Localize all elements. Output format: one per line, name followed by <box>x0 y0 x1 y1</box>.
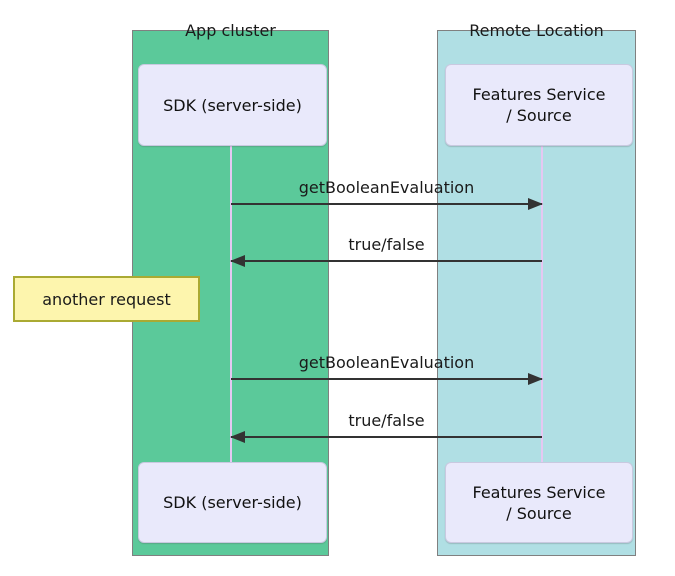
message-label: true/false <box>348 235 425 254</box>
arrow-line <box>231 260 542 262</box>
remote-location-label: Remote Location <box>469 21 604 40</box>
sdk-lifeline <box>230 146 232 462</box>
actor-sdk-bottom-label: SDK (server-side) <box>163 493 302 512</box>
actor-features-service-top-label: Features Service / Source <box>472 85 606 125</box>
actor-features-service-bottom: Features Service / Source <box>445 462 633 543</box>
message-label: getBooleanEvaluation <box>298 353 475 372</box>
note-another-request: another request <box>13 276 200 322</box>
actor-features-service-bottom-label: Features Service / Source <box>472 482 606 523</box>
arrowhead-left-icon <box>230 431 245 443</box>
message-label: getBooleanEvaluation <box>298 178 475 197</box>
arrow-line <box>231 203 542 205</box>
app-cluster-label: App cluster <box>185 21 276 40</box>
message-label: true/false <box>348 411 425 430</box>
actor-sdk-top-label: SDK (server-side) <box>163 95 302 115</box>
arrow-line <box>231 436 542 438</box>
actor-features-service-top: Features Service / Source <box>445 64 633 146</box>
arrowhead-right-icon <box>528 373 543 385</box>
actor-sdk-top: SDK (server-side) <box>138 64 327 146</box>
actor-sdk-bottom: SDK (server-side) <box>138 462 327 543</box>
note-text: another request <box>42 289 171 309</box>
arrowhead-left-icon <box>230 255 245 267</box>
arrow-line <box>231 378 542 380</box>
arrowhead-right-icon <box>528 198 543 210</box>
features-service-lifeline <box>541 146 543 462</box>
